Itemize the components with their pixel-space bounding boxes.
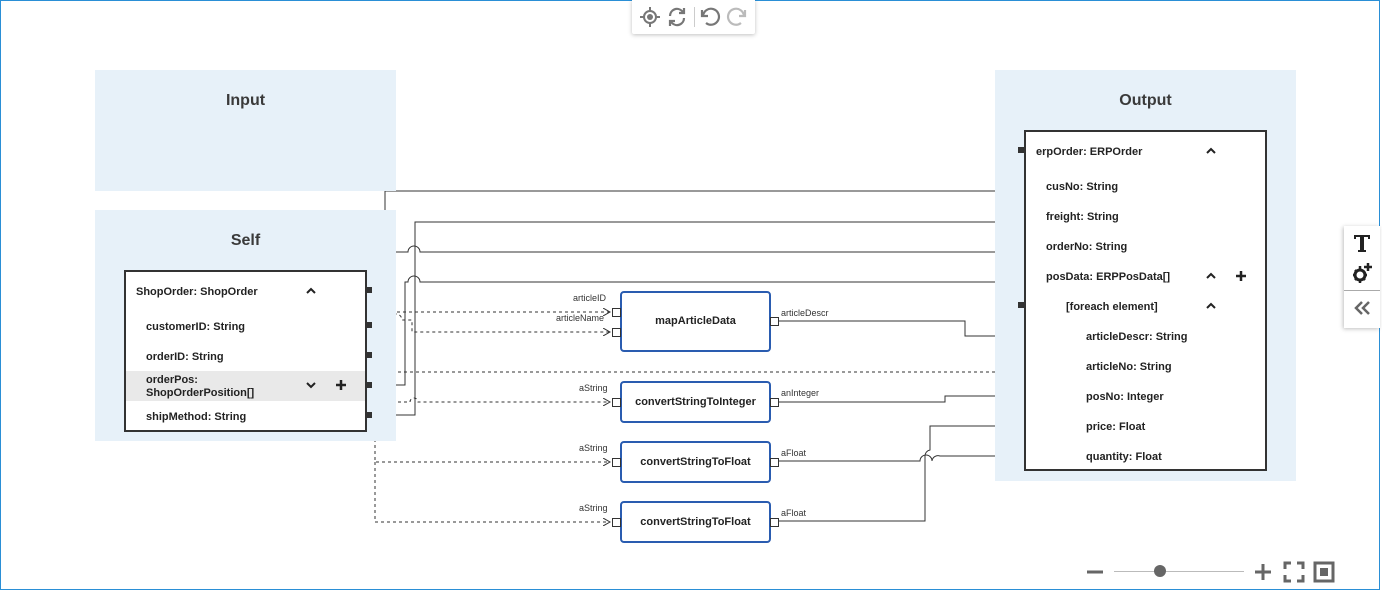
output-field-row: posNo: Integer (1026, 382, 1265, 412)
port[interactable] (612, 518, 621, 527)
self-field-row: shipMethod: String (126, 402, 365, 432)
zoom-out-icon[interactable] (1086, 563, 1104, 581)
port-label: aString (579, 443, 608, 453)
port[interactable] (770, 398, 779, 407)
self-field-row: orderID: String (126, 342, 365, 372)
field-label: posNo: Integer (1086, 391, 1164, 403)
function-node-mapArticleData[interactable]: mapArticleData (620, 291, 771, 352)
input-panel-title: Input (225, 92, 266, 109)
zoom-in-icon[interactable] (1254, 563, 1272, 581)
port-label: articleDescr (781, 308, 829, 318)
wire-mapdata-articledescr (778, 320, 1022, 336)
zoom-slider-handle[interactable] (1153, 565, 1166, 577)
field-label: customerID: String (146, 321, 246, 333)
undo-icon[interactable] (698, 5, 722, 29)
field-label: orderID: String (146, 351, 224, 363)
side-toolbar (1344, 226, 1380, 328)
self-node[interactable]: ShopOrder: ShopOrder customerID: String … (124, 270, 367, 432)
port[interactable] (366, 322, 372, 328)
field-label: price: Float (1086, 421, 1146, 433)
fit-to-screen-icon[interactable] (1313, 561, 1335, 583)
port-label: aString (579, 383, 608, 393)
port-label: aString (579, 503, 608, 513)
output-field-row: freight: String (1026, 202, 1265, 232)
field-label: articleDescr: String (1086, 331, 1188, 343)
port[interactable] (770, 518, 779, 527)
output-field-row: posData: ERPPosData[] (1026, 262, 1265, 292)
port[interactable] (1018, 302, 1024, 308)
input-panel: Input (95, 70, 396, 191)
chevron-up-icon[interactable] (1204, 299, 1218, 313)
text-tool-icon[interactable] (1352, 232, 1372, 254)
field-label: orderNo: String (1046, 241, 1128, 253)
field-label: [foreach element] (1066, 301, 1158, 313)
wire-toint-posno (778, 396, 1022, 403)
fullscreen-icon[interactable] (1283, 561, 1305, 583)
output-field-row: cusNo: String (1026, 172, 1265, 202)
chevron-down-icon[interactable] (304, 378, 318, 392)
port[interactable] (366, 412, 372, 418)
port-label: anInteger (781, 388, 820, 398)
port[interactable] (1018, 147, 1024, 153)
field-label: cusNo: String (1046, 181, 1119, 193)
output-field-row: [foreach element] (1026, 292, 1265, 322)
self-node-title: ShopOrder: ShopOrder (136, 286, 258, 298)
output-panel-title: Output (1119, 92, 1172, 109)
output-node-title: erpOrder: ERPOrder (1036, 146, 1143, 158)
collapse-panel-icon[interactable] (1352, 298, 1372, 318)
self-field-row-orderpos[interactable]: orderPos:ShopOrderPosition[] (126, 371, 365, 401)
port[interactable] (612, 458, 621, 467)
wire-tofloat1-quantity (778, 455, 1022, 462)
wire-orderid-orderno (373, 245, 1022, 356)
port[interactable] (612, 328, 621, 337)
field-label: quantity: Float (1086, 451, 1162, 463)
output-node-header: erpOrder: ERPOrder (1026, 137, 1265, 167)
output-node[interactable]: erpOrder: ERPOrder cusNo: String freight… (1024, 130, 1267, 471)
port-label: articleName (556, 313, 605, 323)
port[interactable] (612, 308, 621, 317)
output-field-row: price: Float (1026, 412, 1265, 442)
port[interactable] (770, 458, 779, 467)
field-label: orderPos:ShopOrderPosition[] (146, 374, 255, 399)
port[interactable] (770, 317, 779, 326)
chevron-up-icon[interactable] (1204, 269, 1218, 283)
port-label: articleID (573, 293, 607, 303)
port-label: aFloat (781, 448, 807, 458)
wire-orderpos-posdata (380, 275, 1022, 386)
wire-tofloat2-price (778, 426, 1022, 522)
output-field-row: quantity: Float (1026, 442, 1265, 472)
self-field-row: customerID: String (126, 312, 365, 342)
output-field-row: orderNo: String (1026, 232, 1265, 262)
top-toolbar (632, 0, 755, 34)
field-label: posData: ERPPosData[] (1046, 271, 1171, 283)
refresh-icon[interactable] (665, 5, 689, 29)
port[interactable] (366, 382, 372, 388)
redo-icon[interactable] (725, 5, 749, 29)
chevron-up-icon[interactable] (304, 284, 318, 298)
function-node-convertStringToInteger[interactable]: convertStringToInteger (620, 381, 771, 423)
port[interactable] (612, 398, 621, 407)
function-node-convertStringToFloat[interactable]: convertStringToFloat (620, 501, 771, 543)
port[interactable] (366, 352, 372, 358)
plus-icon[interactable] (334, 378, 348, 392)
chevron-up-icon[interactable] (1204, 144, 1218, 158)
add-function-icon[interactable] (1351, 262, 1373, 284)
zoom-control (1083, 558, 1368, 586)
field-label: freight: String (1046, 211, 1119, 223)
output-field-row: articleNo: String (1026, 352, 1265, 382)
function-node-convertStringToFloat[interactable]: convertStringToFloat (620, 441, 771, 483)
port[interactable] (366, 287, 372, 293)
field-label: articleNo: String (1086, 361, 1172, 373)
field-label: shipMethod: String (146, 411, 247, 423)
zoom-slider-track[interactable] (1114, 571, 1244, 572)
self-node-header: ShopOrder: ShopOrder (126, 277, 365, 307)
port-label: aFloat (781, 508, 807, 518)
plus-icon[interactable] (1234, 269, 1248, 283)
locate-icon[interactable] (638, 5, 662, 29)
output-field-row: articleDescr: String (1026, 322, 1265, 352)
self-panel-title: Self (230, 232, 261, 249)
